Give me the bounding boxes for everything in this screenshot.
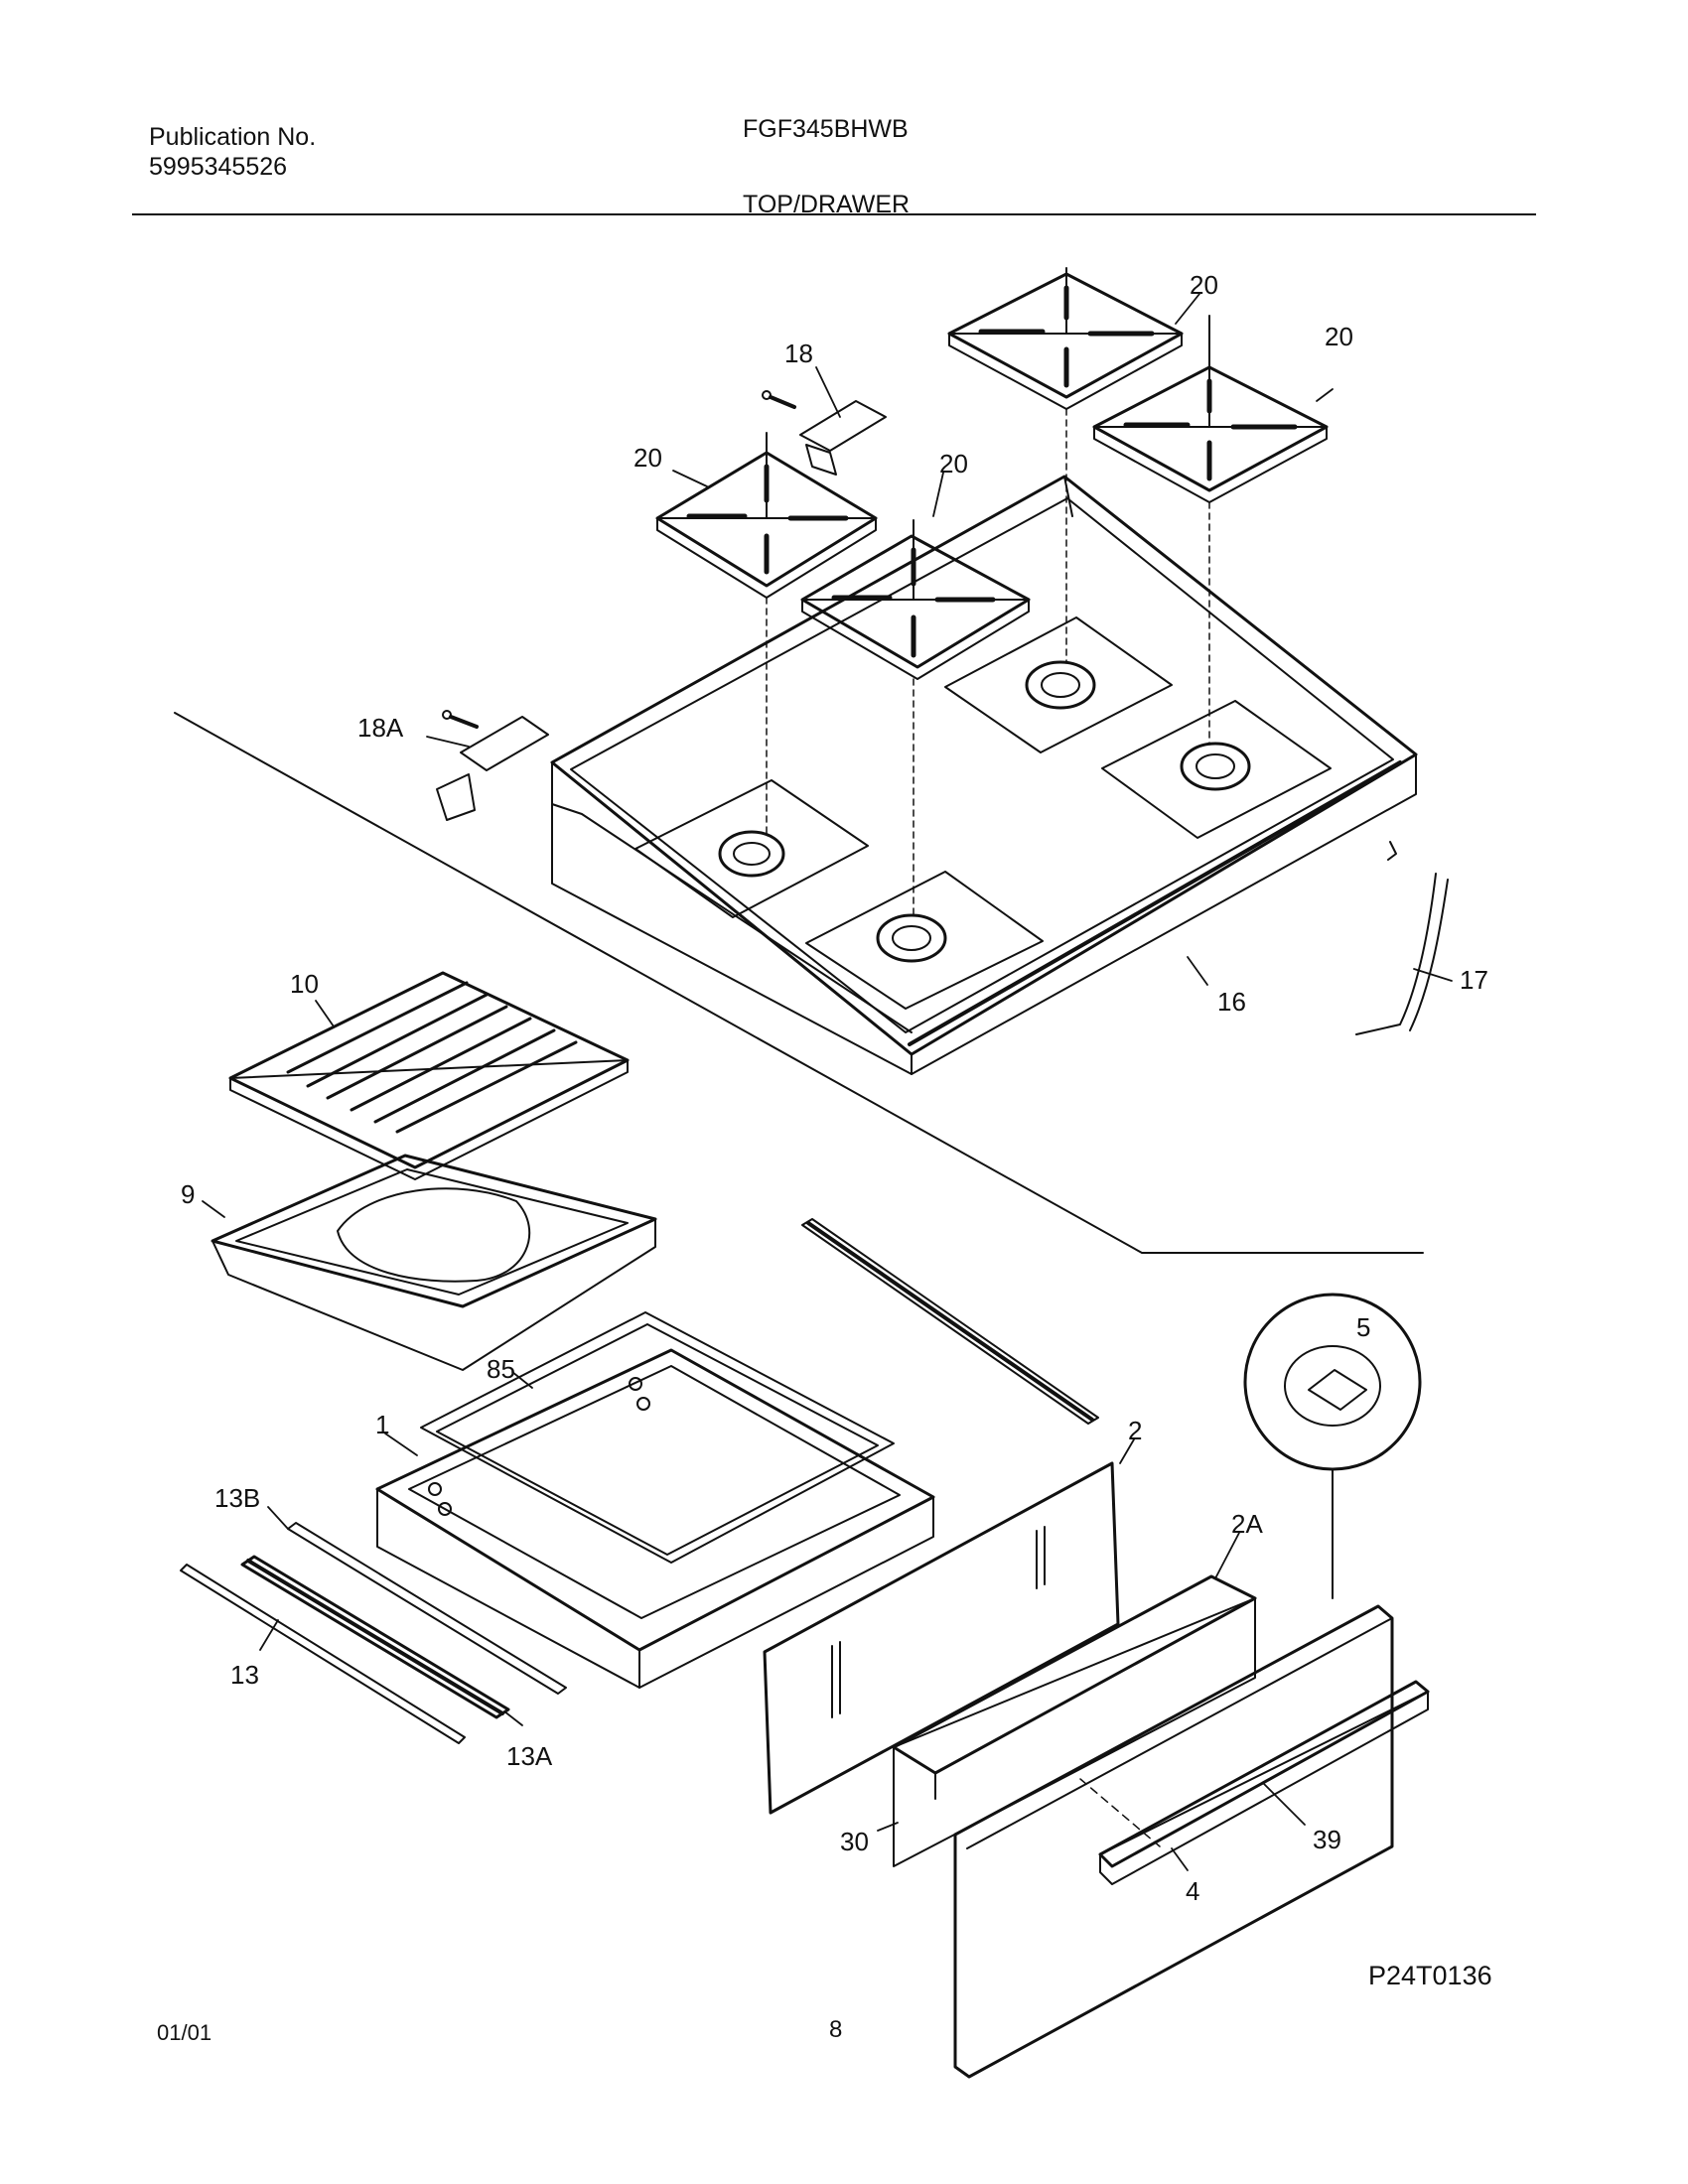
callout-leader-lines [202,293,1453,1871]
assembly-divider-line [174,712,1424,1254]
drawer-slide-rail-13a [240,1555,510,1719]
drawer-front-part [953,1604,1394,2079]
callout-labels: 20 20 20 20 18 18A 16 17 10 9 85 1 5 2 2… [181,270,1488,1906]
callout-2: 2 [1128,1416,1142,1445]
callout-17: 17 [1460,965,1488,995]
clip-detail-circle [1243,1293,1422,1599]
callout-1: 1 [375,1410,389,1439]
drawer-inner-panel-part [892,1574,1257,1867]
publication-number: 5995345526 [149,153,288,181]
callout-13: 13 [230,1660,259,1690]
callout-30: 30 [840,1827,869,1856]
callout-2a: 2A [1231,1509,1263,1539]
section-title: TOP/DRAWER [743,191,911,218]
drawer-rack-part [420,1311,895,1564]
callout-18a: 18A [357,713,404,743]
gas-cord-part [1355,841,1449,1035]
model-number: FGF345BHWB [743,115,909,143]
callout-5: 5 [1356,1312,1370,1342]
drawer-slide-rail-13 [180,1564,466,1744]
callout-20-front-right: 20 [939,449,968,478]
callout-13a: 13A [506,1741,553,1771]
callout-20-rear-right: 20 [1325,322,1353,351]
handle-alignment-line [1079,1778,1161,1847]
drawer-body-part [375,1348,935,1689]
hinge-bracket-18a [436,710,549,821]
footer-date: 01/01 [157,2020,212,2045]
callout-10: 10 [290,969,319,999]
callout-20-rear-left: 20 [1190,270,1218,300]
callout-85: 85 [487,1354,515,1384]
figure-code: P24T0136 [1368,1961,1492,1990]
grate-rear-left [947,267,1184,410]
callout-16: 16 [1217,987,1246,1017]
grate-front-right [800,519,1031,680]
grate-rear-right [1092,315,1329,503]
drawer-handle-part [1098,1680,1430,1885]
broiler-grid-part [228,971,630,1180]
broiler-pan-part [211,1154,657,1371]
callout-20-front-left: 20 [633,443,662,473]
callout-9: 9 [181,1179,195,1209]
publication-label: Publication No. [149,123,317,151]
grate-front-left [655,432,878,599]
cooktop-part [550,475,1418,1075]
drawer-rear-rail [801,1218,1099,1425]
drawer-side-panel-part [763,1461,1120,1815]
header-rule [132,213,1536,215]
callout-39: 39 [1313,1825,1341,1854]
page-number: 8 [829,2016,843,2043]
drawer-slide-rail-13b [287,1522,567,1695]
callout-4: 4 [1186,1876,1199,1906]
callout-13b: 13B [214,1483,260,1513]
callout-18: 18 [784,339,813,368]
grate-alignment-lines [766,408,1210,919]
